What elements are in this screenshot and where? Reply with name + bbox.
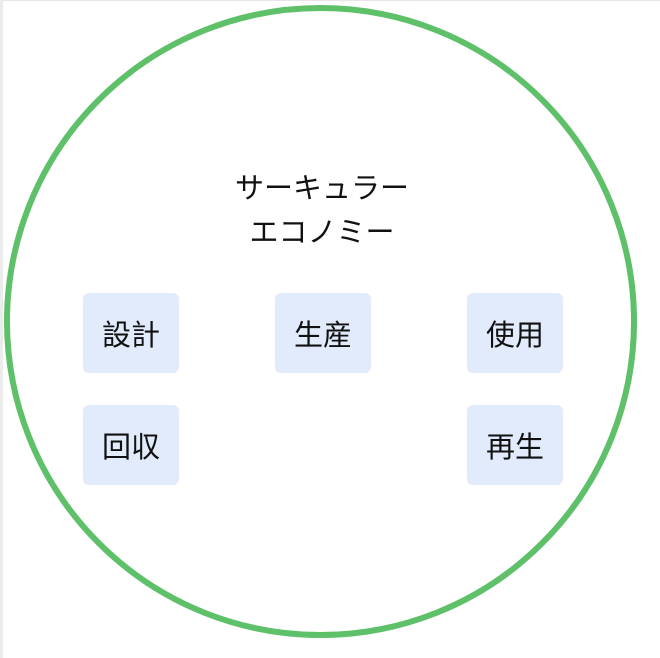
node-regeneration: 再生 [467, 405, 563, 485]
node-label: 回収 [101, 430, 160, 464]
node-production: 生産 [275, 293, 371, 373]
node-collection: 回収 [83, 405, 179, 485]
title-line-1: サーキュラー [234, 171, 409, 205]
node-label: 使用 [485, 318, 544, 352]
diagram-title: サーキュラー エコノミー [190, 166, 454, 254]
top-edge [0, 0, 660, 6]
node-label: 設計 [101, 318, 160, 352]
node-use: 使用 [467, 293, 563, 373]
left-edge [0, 0, 3, 658]
node-label: 再生 [485, 430, 544, 464]
title-line-2: エコノミー [249, 215, 395, 249]
node-label: 生産 [293, 318, 352, 352]
node-design: 設計 [83, 293, 179, 373]
